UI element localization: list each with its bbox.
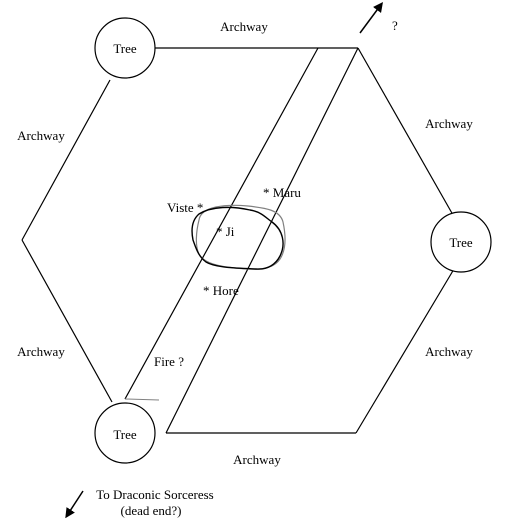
corridor-left-wall (124, 47, 319, 400)
archway-label-upper-right: Archway (425, 116, 473, 131)
exit-south-label-line1: To Draconic Sorceress (96, 487, 214, 502)
poi-maru: * Maru (263, 185, 301, 200)
poi-hore: * Hore (203, 283, 239, 298)
path-top-tree-to-left-corner (21, 79, 111, 241)
central-chamber-gray (195, 204, 286, 270)
tree-node-top-left: Tree (94, 17, 156, 79)
archway-label-bottom: Archway (233, 452, 281, 467)
archway-label-upper-left: Archway (17, 128, 65, 143)
central-chamber-outline (191, 206, 284, 270)
exit-south-label-line2: (dead end?) (121, 503, 182, 518)
path-right-tree-to-bottom-corner (355, 263, 458, 434)
poi-viste: Viste * (167, 200, 203, 215)
archway-label-lower-left: Archway (17, 344, 65, 359)
fire-label: Fire ? (154, 354, 184, 369)
corridor-bottom-cap (124, 398, 160, 401)
archway-label-lower-right: Archway (425, 344, 473, 359)
path-top-corner-to-right-tree (357, 47, 458, 223)
exit-south-arrow (65, 490, 84, 519)
poi-ji: * Ji (216, 224, 235, 239)
tree-node-right: Tree (430, 211, 492, 273)
tree-label: Tree (449, 235, 473, 250)
exit-north-arrow (359, 1, 383, 34)
exit-north-label: ? (392, 18, 398, 33)
path-left-corner-to-bottom-tree (21, 239, 113, 403)
tree-label: Tree (113, 41, 137, 56)
corridor-right-wall (165, 47, 359, 434)
tree-node-bottom-left: Tree (94, 402, 156, 464)
archway-label-top: Archway (220, 19, 268, 34)
tree-label: Tree (113, 427, 137, 442)
